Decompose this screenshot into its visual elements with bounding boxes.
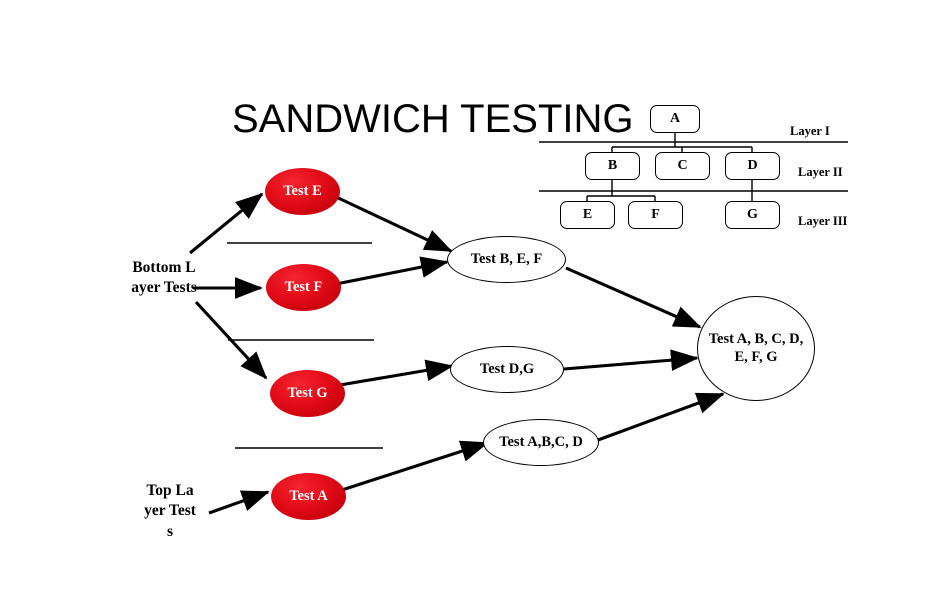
- node-test-bef[interactable]: Test B, E, F: [447, 236, 566, 283]
- node-label: Test F: [284, 278, 323, 295]
- test-e-to-bef: [333, 194, 453, 253]
- test-a-to-abcd: [341, 440, 489, 492]
- hierarchy-box-label: E: [582, 207, 593, 222]
- test-g-to-dg: [339, 359, 454, 387]
- hierarchy-box-c[interactable]: C: [655, 152, 710, 180]
- node-test-e[interactable]: Test E: [265, 168, 340, 215]
- hierarchy-box-a[interactable]: A: [650, 105, 700, 133]
- hierarchy-box-b[interactable]: B: [585, 152, 640, 180]
- layer-label-3: Layer III: [798, 214, 848, 228]
- node-test-f[interactable]: Test F: [266, 264, 341, 311]
- bottom-to-test-e: [189, 192, 264, 255]
- node-label: Test D,G: [479, 360, 535, 377]
- hierarchy-box-e[interactable]: E: [560, 201, 615, 229]
- abcd-to-all: [597, 392, 725, 442]
- layer-label-1: Layer I: [790, 124, 830, 138]
- node-label: Test E: [283, 182, 322, 199]
- hierarchy-box-f[interactable]: F: [628, 201, 683, 229]
- node-label: Test G: [287, 384, 328, 401]
- hierarchy-box-label: G: [747, 207, 758, 222]
- node-test-dg[interactable]: Test D,G: [450, 346, 564, 393]
- node-label: Test A, B, C, D, E, F, G: [708, 331, 804, 365]
- test-f-to-bef: [335, 256, 449, 286]
- page-title: SANDWICH TESTING: [232, 97, 634, 141]
- hierarchy-box-label: C: [677, 158, 688, 173]
- node-label: Test A,B,C, D: [499, 433, 583, 450]
- node-label: Test A: [289, 487, 328, 504]
- flow-arrows: [189, 192, 725, 515]
- node-label: Test B, E, F: [470, 250, 543, 267]
- hierarchy-box-label: B: [607, 158, 618, 173]
- hierarchy-box-d[interactable]: D: [725, 152, 780, 180]
- hierarchy-box-label: F: [651, 207, 660, 222]
- layer-label-2: Layer II: [798, 165, 843, 179]
- node-test-a[interactable]: Test A: [271, 473, 346, 520]
- node-test-all[interactable]: Test A, B, C, D, E, F, G: [697, 296, 815, 401]
- bottom-to-test-g: [194, 300, 268, 380]
- dg-to-all: [563, 349, 699, 371]
- hierarchy-box-label: D: [747, 158, 758, 173]
- top-layer-tests-caption: Top Layer Tests: [144, 482, 196, 540]
- hierarchy-box-g[interactable]: G: [725, 201, 780, 229]
- node-test-abcd[interactable]: Test A,B,C, D: [483, 419, 599, 466]
- top-to-test-a: [208, 490, 270, 515]
- bef-to-all: [565, 266, 702, 329]
- node-test-g[interactable]: Test G: [270, 370, 345, 417]
- hierarchy-box-label: A: [669, 111, 681, 126]
- bottom-layer-tests-caption: Bottom Layer Tests: [131, 259, 197, 297]
